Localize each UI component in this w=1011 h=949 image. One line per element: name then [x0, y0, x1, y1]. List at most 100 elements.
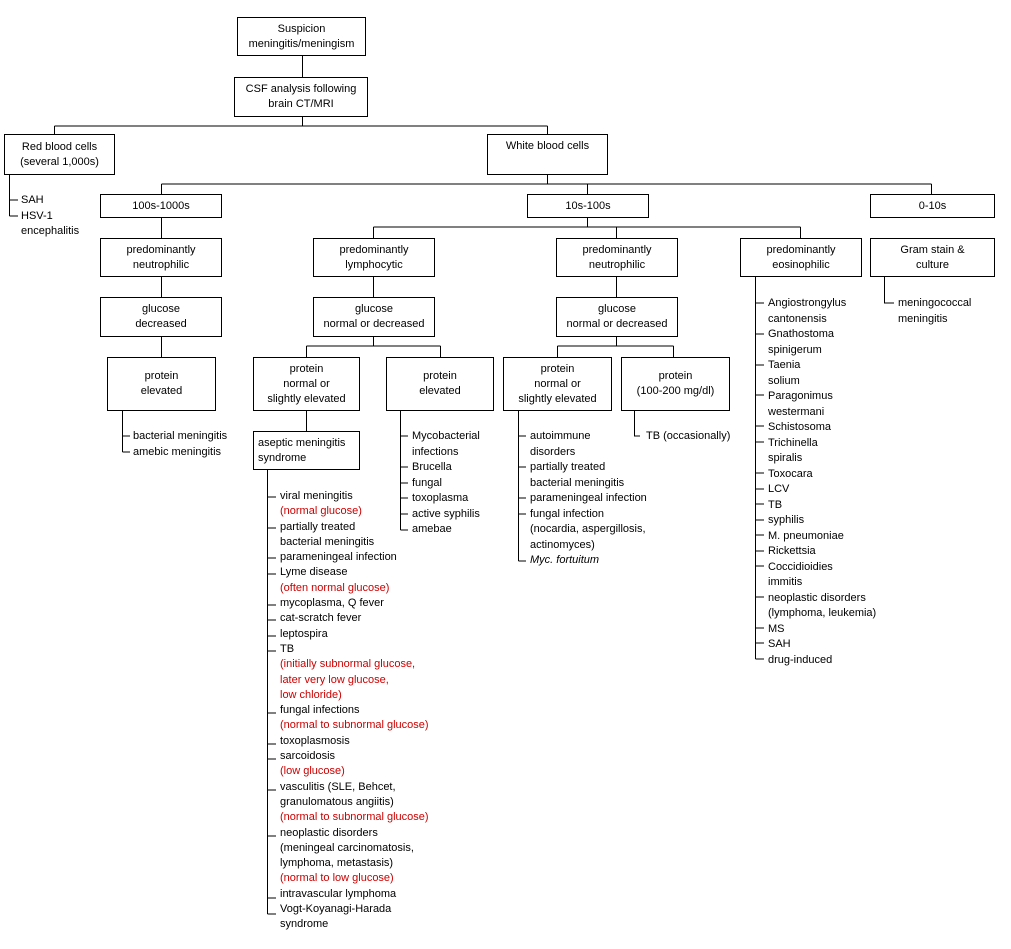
list-item: cat-scratch fever [280, 612, 362, 625]
list-item: fungal [412, 476, 442, 489]
list-item: spinigerum [768, 343, 822, 356]
node-suspicion: Suspicion meningitis/meningism [237, 17, 366, 56]
list-item: (normal glucose) [280, 505, 362, 518]
list-item: partially treated [280, 520, 356, 533]
list-item: LCV [768, 483, 790, 495]
list-item: fungal infection [530, 507, 604, 520]
list-item: syphilis [768, 514, 805, 526]
list-item: (nocardia, aspergillosis, [530, 523, 646, 535]
list-item: Mycobacterial [412, 430, 480, 442]
list-rbc-causes: SAH HSV-1 encephalitis [21, 193, 79, 240]
list-item: Angiostrongylus [768, 297, 847, 309]
list-item: TB [768, 498, 783, 511]
node-protein-100-200: protein (100-200 mg/dl) [621, 357, 730, 411]
list-item: (normal to subnormal glucose) [280, 811, 429, 824]
list-item: HSV-1 [21, 209, 53, 222]
list-item: parameningeal infection [530, 492, 647, 504]
list-item: partially treated [530, 461, 606, 473]
list-item: mycoplasma, Q fever [280, 597, 384, 610]
list-item: low chloride) [280, 688, 342, 701]
node-glucose-normal-decreased-1: glucose normal or decreased [313, 297, 435, 337]
list-item: granulomatous angiitis) [280, 795, 394, 808]
node-eosinophilic: predominantly eosinophilic [740, 238, 862, 277]
list-item: TB [280, 642, 295, 655]
list-item: TB (occasionally) [646, 430, 731, 442]
list-item: later very low glucose, [280, 673, 389, 686]
node-protein-elevated-1: protein elevated [107, 357, 216, 411]
list-item: SAH [768, 638, 791, 650]
list-item: viral meningitis [280, 490, 353, 502]
list-item: vasculitis (SLE, Behcet, [280, 780, 396, 793]
list-item: syndrome [280, 918, 329, 931]
list-item: (meningeal carcinomatosis, [280, 841, 414, 854]
list-item: solium [768, 374, 800, 387]
list-item: Brucella [412, 461, 452, 473]
list-item: Rickettsia [768, 545, 816, 557]
list-item: M. pneumoniae [768, 529, 844, 542]
list-item: bacterial meningitis [530, 476, 625, 489]
node-white-blood-cells: White blood cells [487, 134, 608, 175]
list-bacterial: bacterial meningitis amebic meningitis [133, 429, 227, 460]
node-100s-1000s: 100s-1000s [100, 194, 222, 218]
list-autoimmune: autoimmune disorders partially treated bact… [530, 429, 647, 569]
list-item: Vogt-Koyanagi-Harada [280, 903, 392, 916]
list-item: (lymphoma, leukemia) [768, 607, 877, 619]
list-item: (initially subnormal glucose, [280, 658, 416, 671]
list-item: drug-induced [768, 653, 833, 666]
list-item: Gnathostoma [768, 328, 835, 340]
list-item: immitis [768, 576, 803, 588]
list-item: MS [768, 622, 785, 635]
list-item: parameningeal infection [280, 551, 397, 564]
node-gram-stain: Gram stain & culture [870, 238, 995, 277]
node-neutrophilic-2: predominantly neutrophilic [556, 238, 678, 277]
list-item: active syphilis [412, 507, 480, 520]
list-item: neoplastic disorders [280, 826, 378, 839]
list-item: westermani [768, 405, 825, 418]
list-tb-occasionally: TB (occasionally) [646, 429, 730, 445]
node-10s-100s: 10s-100s [527, 194, 649, 218]
list-item: spiralis [768, 452, 803, 464]
list-item: (low glucose) [280, 765, 345, 778]
list-item: Taenia [768, 359, 801, 371]
list-item: Trichinella [768, 436, 818, 449]
list-item: Coccidioidies [768, 560, 833, 573]
node-0-10s: 0-10s [870, 194, 995, 218]
list-item: (normal to low glucose) [280, 872, 394, 885]
list-item: disorders [530, 445, 576, 458]
list-item: lymphoma, metastasis) [280, 857, 394, 870]
list-item: actinomyces) [530, 538, 595, 551]
list-item: bacterial meningitis [133, 430, 228, 442]
list-aseptic-causes: viral meningitis (normal glucose) partiall… [280, 489, 429, 933]
list-item: bacterial meningitis [280, 535, 375, 548]
node-lymphocytic: predominantly lymphocytic [313, 238, 435, 277]
list-item: leptospira [280, 627, 328, 640]
list-item: toxoplasmosis [280, 734, 350, 747]
node-glucose-decreased: glucose decreased [100, 297, 222, 337]
node-neutrophilic-1: predominantly neutrophilic [100, 238, 222, 277]
list-item: cantonensis [768, 312, 827, 325]
node-protein-elevated-2: protein elevated [386, 357, 494, 411]
list-item: Lyme disease [280, 566, 348, 579]
list-item: (normal to subnormal glucose) [280, 719, 429, 732]
list-item: autoimmune [530, 430, 591, 442]
list-item: (often normal glucose) [280, 581, 390, 594]
list-item: neoplastic disorders [768, 591, 866, 604]
list-item: infections [412, 445, 459, 458]
list-item: intravascular lymphoma [280, 887, 397, 900]
list-item: fungal infections [280, 704, 360, 717]
list-item: amebic meningitis [133, 445, 222, 458]
node-protein-normal-2: protein normal or slightly elevated [503, 357, 612, 411]
list-item: Myc. fortuitum [530, 554, 600, 566]
list-item: SAH [21, 194, 44, 206]
node-aseptic-meningitis: aseptic meningitis syndrome [253, 431, 360, 470]
node-protein-normal-1: protein normal or slightly elevated [253, 357, 360, 411]
list-item: meningococcal [898, 297, 972, 309]
list-item: encephalitis [21, 225, 80, 237]
list-item: Schistosoma [768, 421, 831, 433]
list-item: Toxocara [768, 467, 813, 480]
list-item: amebae [412, 523, 452, 535]
